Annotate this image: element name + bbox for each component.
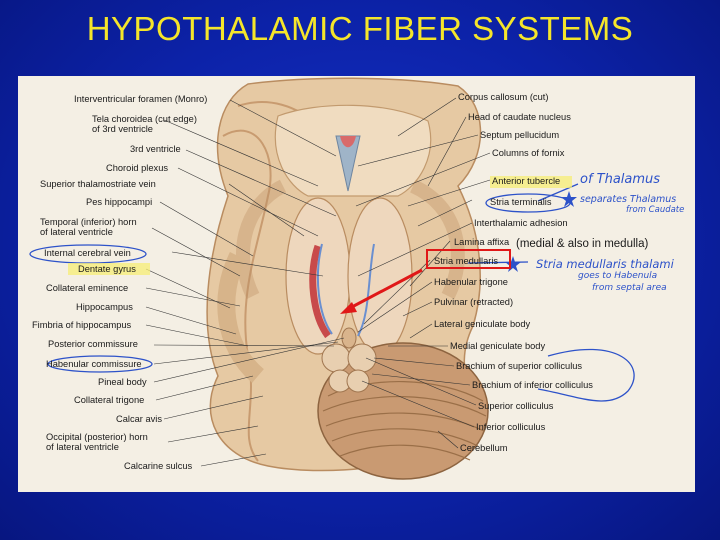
annotation-medial: (medial & also in medulla) <box>516 238 649 250</box>
label-calcarine-sulcus: Calcarine sulcus <box>124 461 193 471</box>
label-brachium-superior: Brachium of superior colliculus <box>456 361 583 371</box>
label-tela-choroidea-2: of 3rd ventricle <box>92 124 153 134</box>
label-occipital-horn-2: of lateral ventricle <box>46 442 119 452</box>
label-3rd-ventricle: 3rd ventricle <box>130 144 181 154</box>
slide-title: HYPOTHALAMIC FIBER SYSTEMS <box>86 10 634 47</box>
hw-separates-2: from Caudate <box>626 205 685 215</box>
label-hippocampus: Hippocampus <box>76 302 133 312</box>
label-collateral-trigone: Collateral trigone <box>74 395 145 405</box>
label-lateral-geniculate: Lateral geniculate body <box>434 319 531 329</box>
label-anterior-tubercle: Anterior tubercle <box>492 176 561 186</box>
label-pes-hippocampi: Pes hippocampi <box>86 197 153 207</box>
label-superior-colliculus: Superior colliculus <box>478 401 554 411</box>
label-calcar-avis: Calcar avis <box>116 414 162 424</box>
label-columns-fornix: Columns of fornix <box>492 148 565 158</box>
label-habenular-trigone: Habenular trigone <box>434 277 508 287</box>
hw-stria-medullaris-3: from septal area <box>592 283 667 293</box>
label-superior-thalamostriate-vein: Superior thalamostriate vein <box>40 179 156 189</box>
label-head-caudate: Head of caudate nucleus <box>468 112 571 122</box>
label-cerebellum: Cerebellum <box>460 443 508 453</box>
hw-stria-medullaris-2: goes to Habenula <box>578 271 658 281</box>
label-stria-medullaris: Stria medullaris <box>434 256 499 266</box>
label-inferior-colliculus: Inferior colliculus <box>476 422 546 432</box>
right-thalamus <box>347 197 413 355</box>
hw-separates-1: separates Thalamus <box>580 194 677 205</box>
label-septum-pellucidum: Septum pellucidum <box>480 130 560 140</box>
hw-stria-medullaris-1: Stria medullaris thalami <box>536 257 674 271</box>
label-internal-cerebral-vein: Internal cerebral vein <box>44 248 131 258</box>
red-arrow <box>340 268 423 314</box>
hw-of-thalamus: of Thalamus <box>580 172 661 187</box>
label-choroid-plexus: Choroid plexus <box>106 163 169 173</box>
label-lamina-affixa: Lamina affixa <box>454 237 510 247</box>
label-habenular-commissure: Habenular commissure <box>46 359 142 369</box>
left-gyri <box>222 129 272 462</box>
label-tela-choroidea: Tela choroidea (cut edge) <box>92 114 197 124</box>
stria-medullaris-highlight-box <box>426 249 511 269</box>
brain-illustration: Interventricular foramen (Monro) Tela ch… <box>18 76 695 492</box>
label-brachium-inferior: Brachium of inferior colliculus <box>472 380 593 390</box>
label-temporal-horn-2: of lateral ventricle <box>40 227 113 237</box>
label-interventricular-foramen: Interventricular foramen (Monro) <box>74 94 208 104</box>
label-fimbria: Fimbria of hippocampus <box>32 320 132 330</box>
label-temporal-horn: Temporal (inferior) horn <box>40 217 137 227</box>
label-posterior-commissure: Posterior commissure <box>48 339 138 349</box>
label-interthalamic-adhesion: Interthalamic adhesion <box>474 218 568 228</box>
label-dentate-gyrus: Dentate gyrus <box>78 264 136 274</box>
label-pulvinar: Pulvinar (retracted) <box>434 297 514 307</box>
label-occipital-horn: Occipital (posterior) horn <box>46 432 148 442</box>
label-pineal-body: Pineal body <box>98 377 147 387</box>
label-stria-terminalis: Stria terminalis <box>490 197 552 207</box>
brain-drawing <box>29 77 635 480</box>
choroid-plexus <box>309 244 331 339</box>
label-collateral-eminence: Collateral eminence <box>46 283 129 293</box>
label-corpus-callosum: Corpus callosum (cut) <box>458 92 549 102</box>
label-medial-geniculate: Medial geniculate body <box>450 341 546 351</box>
